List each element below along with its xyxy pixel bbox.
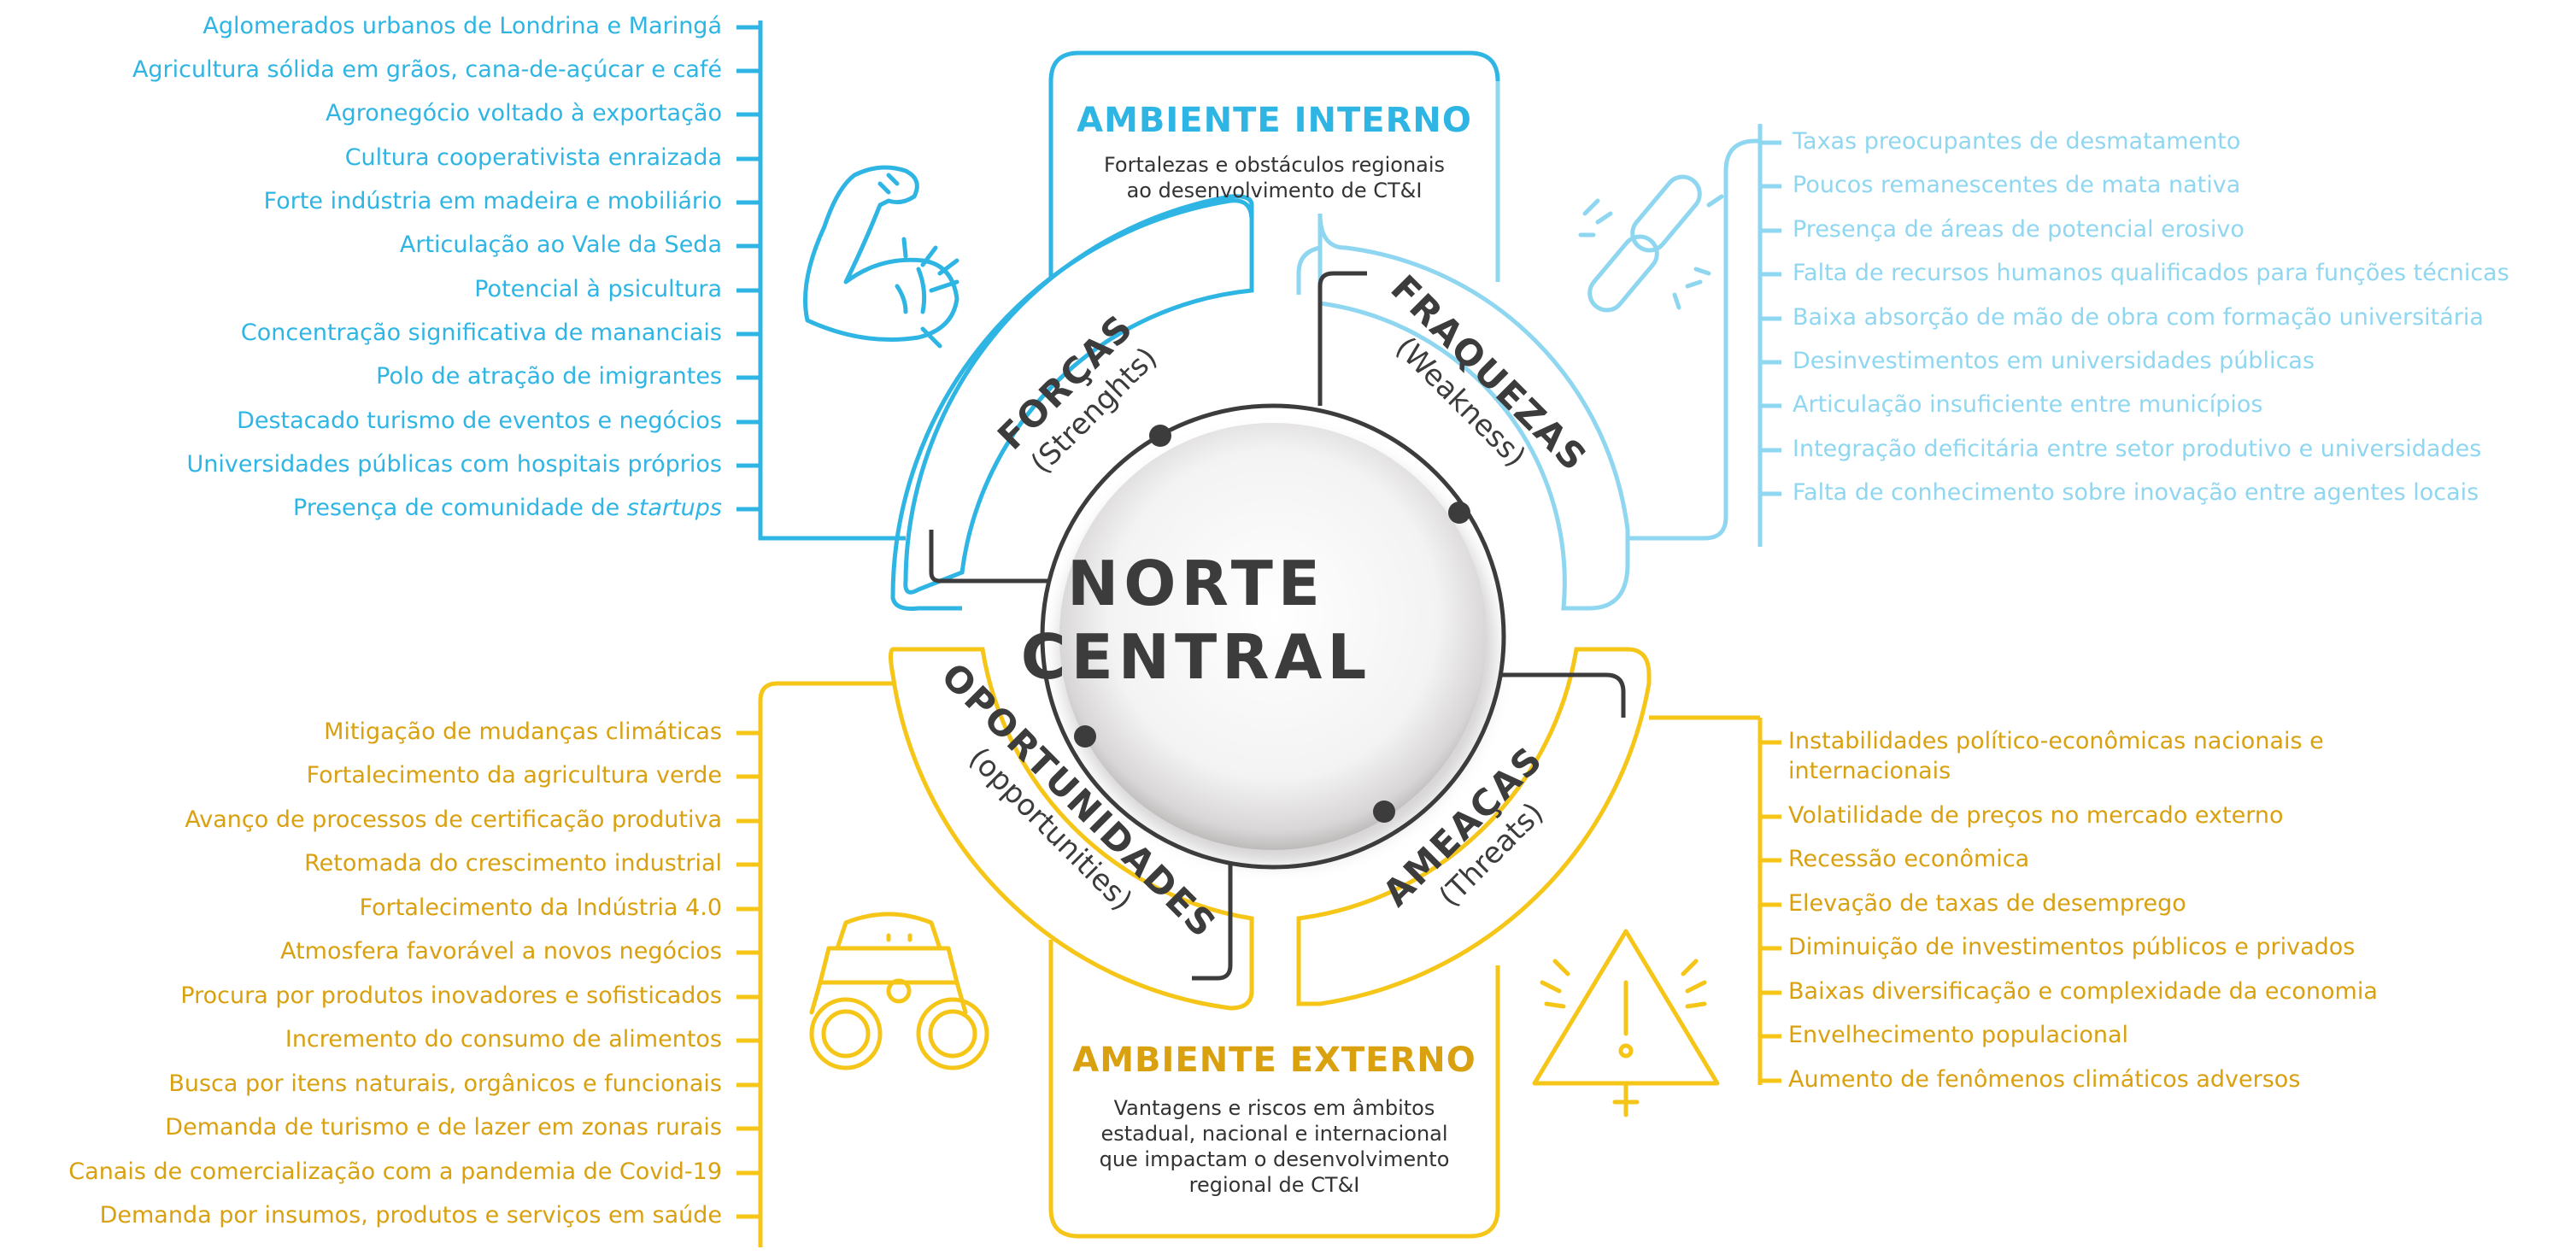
list-item: Agronegócio voltado à exportação xyxy=(326,100,722,126)
list-item: Retomada do crescimento industrial xyxy=(304,850,722,877)
oportunidades-frame xyxy=(758,681,893,1247)
list-item: Elevação de taxas de desemprego xyxy=(1788,890,2186,917)
forcas-band xyxy=(903,194,1254,595)
list-item: Presença de comunidade de startups xyxy=(293,495,722,521)
broken-chain-icon xyxy=(1578,174,1724,313)
list-item: Falta de conhecimento sobre inovação ent… xyxy=(1793,479,2479,506)
list-item: Cultura cooperativista enraizada xyxy=(344,144,722,171)
flexed-arm-icon xyxy=(803,165,959,349)
list-item: Diminuição de investimentos públicos e p… xyxy=(1788,934,2356,960)
list-item: Articulação insuficiente entre município… xyxy=(1793,391,2263,418)
list-item: Aglomerados urbanos de Londrina e Maring… xyxy=(202,13,722,39)
oportunidades-dark-link xyxy=(1192,863,1233,981)
fraquezas-band xyxy=(1317,213,1630,611)
fraquezas-dot xyxy=(1448,501,1470,524)
ambiente-interno-title: AMBIENTE INTERNO xyxy=(1077,101,1472,140)
startups-emphasis: startups xyxy=(626,495,722,521)
list-item: Incremento do consumo de alimentos xyxy=(285,1026,722,1053)
list-item: Baixas diversificação e complexidade da … xyxy=(1788,978,2378,1005)
list-item: Concentração significativa de mananciais xyxy=(240,320,722,346)
ameacas-list: Instabilidades político-econômicas nacio… xyxy=(1788,0,2570,1255)
forcas-list: Aglomerados urbanos de Londrina e Maring… xyxy=(0,0,722,530)
list-item: Atmosfera favorável a novos negócios xyxy=(280,938,722,965)
list-item: Taxas preocupantes de desmatamento xyxy=(1793,128,2241,155)
list-item: Demanda por insumos, produtos e serviços… xyxy=(99,1202,722,1229)
list-item: Potencial à psicultura xyxy=(474,276,722,302)
ambiente-externo-desc-line2: estadual, nacional e internacional xyxy=(1100,1122,1448,1146)
list-item: Destacado turismo de eventos e negócios xyxy=(237,408,722,434)
ambiente-interno-frame xyxy=(1048,50,1500,308)
binoculars-icon xyxy=(809,912,989,1070)
list-item: Mitigação de mudanças climáticas xyxy=(324,718,722,745)
list-item: Aumento de fenômenos climáticos adversos xyxy=(1788,1066,2301,1093)
oportunidades-band xyxy=(889,647,1254,1011)
ambiente-externo-title: AMBIENTE EXTERNO xyxy=(1072,1041,1476,1080)
ambiente-interno-desc-line2: ao desenvolvimento de CT&I xyxy=(1126,179,1423,202)
list-item: Procura por produtos inovadores e sofist… xyxy=(180,982,722,1009)
forcas-connector xyxy=(758,21,906,541)
fraquezas-frame xyxy=(1628,138,1760,541)
ambiente-interno-desc-line1: Fortalezas e obstáculos regionais xyxy=(1103,153,1446,177)
list-item: Agricultura sólida em grãos, cana-de-açú… xyxy=(132,56,722,83)
ameacas-dot xyxy=(1373,801,1395,823)
warning-icon xyxy=(1532,929,1720,1117)
fraquezas-dark-link xyxy=(1317,271,1367,406)
list-item: Busca por itens naturais, orgânicos e fu… xyxy=(168,1070,722,1097)
ameacas-dark-link xyxy=(1502,672,1626,718)
list-item: Universidades públicas com hospitais pró… xyxy=(186,451,722,478)
ambiente-externo-desc-line4: regional de CT&I xyxy=(1188,1173,1360,1197)
list-item: Avanço de processos de certificação prod… xyxy=(185,806,722,833)
forcas-dark-link xyxy=(929,530,1047,584)
list-item: Integração deficitária entre setor produ… xyxy=(1793,436,2482,462)
list-item: Canais de comercialização com a pandemia… xyxy=(68,1158,722,1185)
list-item: Falta de recursos humanos qualificados p… xyxy=(1793,260,2509,286)
forcas-outer xyxy=(890,198,1254,611)
center-label-line2: CENTRAL xyxy=(1020,621,1372,693)
ambiente-externo-desc: Vantagens e riscos em âmbitos estadual, … xyxy=(1051,1095,1498,1198)
ambiente-externo-desc-line1: Vantagens e riscos em âmbitos xyxy=(1113,1096,1435,1120)
list-item: Recessão econômica xyxy=(1788,846,2030,872)
oportunidades-dot xyxy=(1074,725,1096,748)
list-item: internacionais xyxy=(1788,758,1951,784)
list-item: Fortalecimento da agricultura verde xyxy=(306,762,722,789)
list-item: Instabilidades político-econômicas nacio… xyxy=(1788,728,2324,754)
list-item: Presença de áreas de potencial erosivo xyxy=(1793,216,2244,243)
center-ring xyxy=(1040,403,1506,870)
center-label: NORTE CENTRAL xyxy=(974,547,1418,694)
list-item: Envelhecimento populacional xyxy=(1788,1022,2129,1048)
ambiente-externo-desc-line3: que impactam o desenvolvimento xyxy=(1099,1147,1450,1171)
list-item: Polo de atração de imigrantes xyxy=(376,363,722,390)
list-item: Desinvestimentos em universidades públic… xyxy=(1793,348,2315,374)
list-item: Volatilidade de preços no mercado extern… xyxy=(1788,802,2284,829)
list-item: Baixa absorção de mão de obra com formaç… xyxy=(1793,304,2484,331)
list-item: Demanda de turismo e de lazer em zonas r… xyxy=(165,1114,722,1141)
list-item: Fortalecimento da Indústria 4.0 xyxy=(359,894,722,921)
oportunidades-list: Mitigação de mudanças climáticas Fortale… xyxy=(0,0,722,1255)
fraquezas-outer xyxy=(1296,214,1323,295)
fraquezas-list: Taxas preocupantes de desmatamento Pouco… xyxy=(1793,0,2570,530)
ameacas-band xyxy=(1296,647,1652,1006)
list-item: Articulação ao Vale da Seda xyxy=(399,232,722,258)
center-label-line1: NORTE xyxy=(1067,548,1325,619)
ambiente-interno-desc: Fortalezas e obstáculos regionais ao des… xyxy=(1051,152,1498,203)
ambiente-externo-frame xyxy=(1048,940,1500,1239)
forcas-dot xyxy=(1149,425,1171,447)
list-item: Poucos remanescentes de mata nativa xyxy=(1793,172,2241,198)
list-item: Forte indústria em madeira e mobiliário xyxy=(263,188,722,214)
center-ball xyxy=(1059,423,1487,850)
